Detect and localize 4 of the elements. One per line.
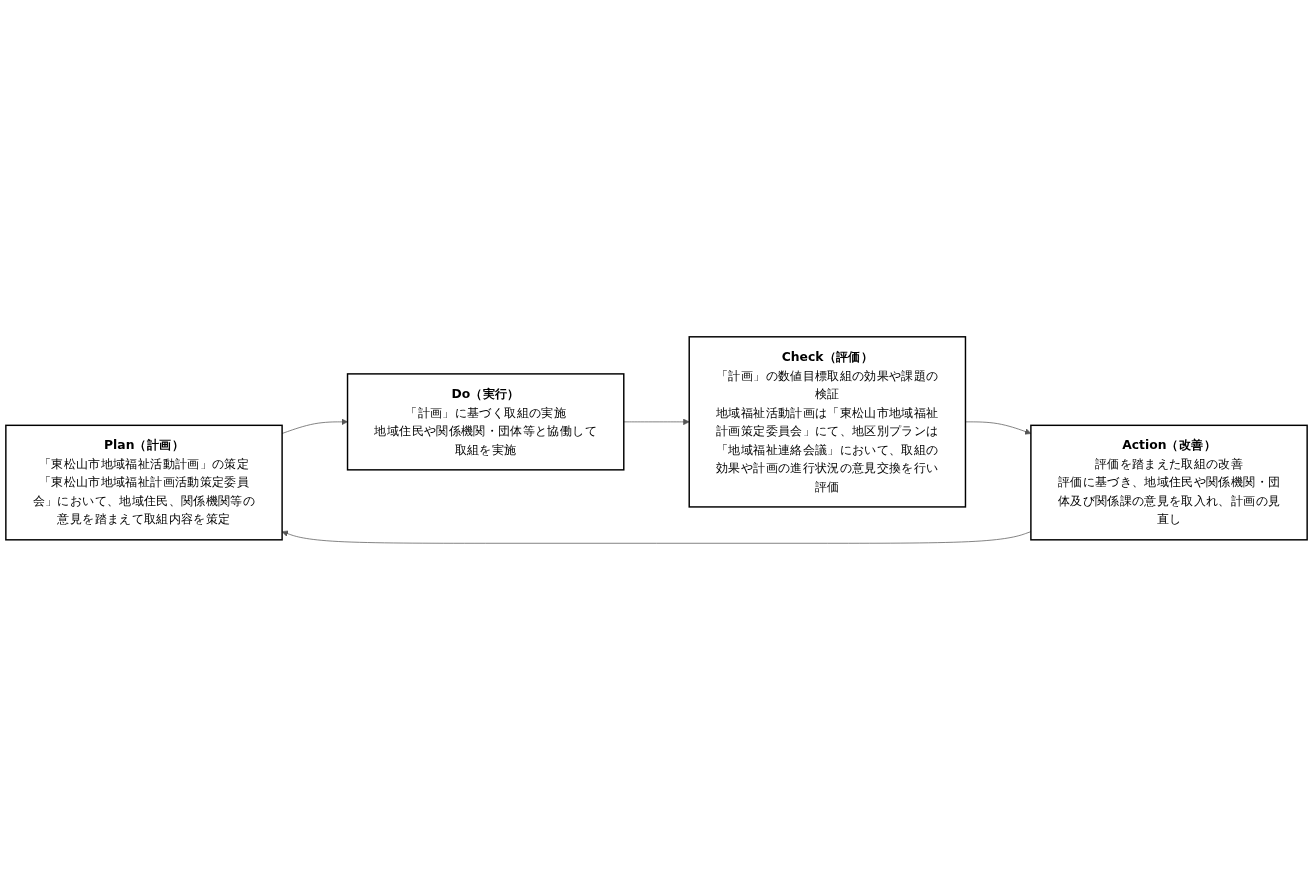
node-box: Do（実行） 「計画」に基づく取組の実施 地域住民や関係機関・団体等と協働して取組を実施 [346,373,625,471]
node-box: Check（評価） 「計画」の数値目標取組の効果や課題の検証 地域福祉活動計画は「東松山市地域福祉計画策定委員会」にて、地区別プランは「地域福祉連絡会議」において、取組の効果や計画の進行状況の意見交換を行い評価 [688,336,967,508]
node-box: Plan（計画） 「東松山市地域福祉活動計画」の策定 「東松山市地域福祉計画活動策定委員会」において、地域住民、関係機関等の意見を踏まえて取組内容を策定 [5,424,283,541]
node-box: Action（改善） 評価を踏まえた取組の改善 評価に基づき、地域住民や関係機関・団体及び関係課の意見を取入れ、計画の見直し [1030,424,1308,541]
